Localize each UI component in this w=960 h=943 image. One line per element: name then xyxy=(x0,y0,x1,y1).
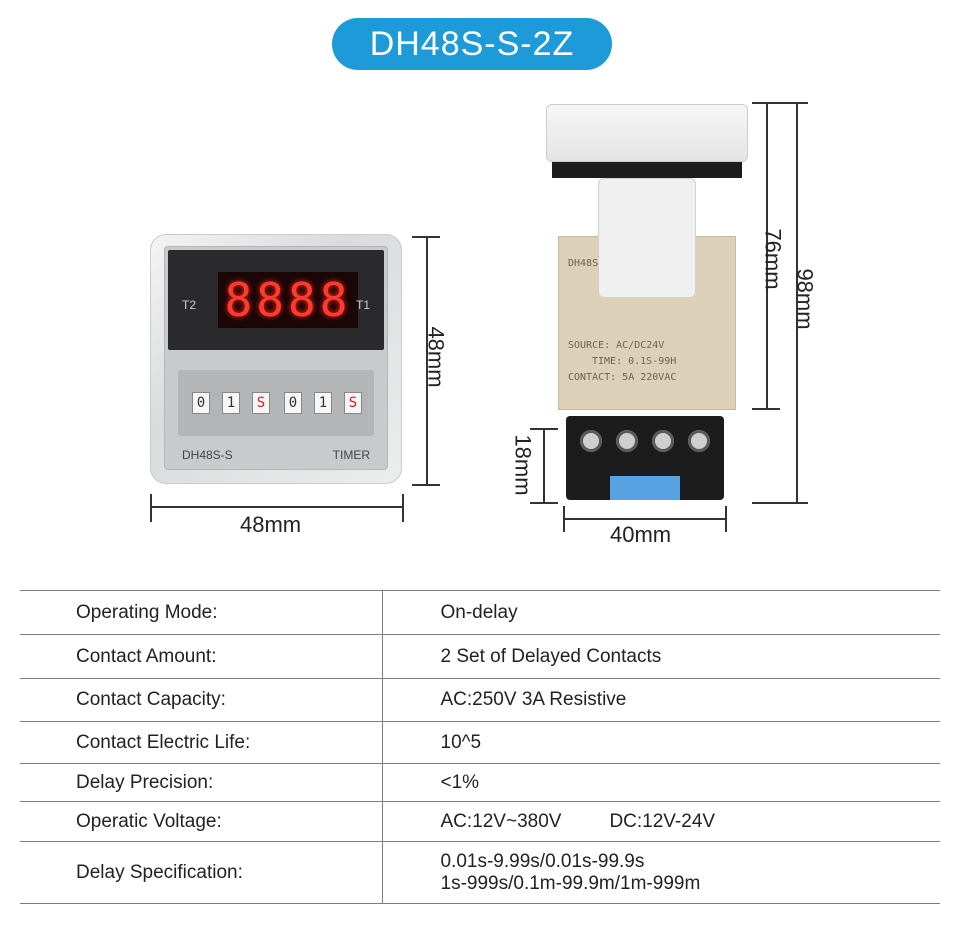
table-row: Operating Mode: On-delay xyxy=(20,590,940,635)
timer-face: T2 8888 T1 0 1 S 0 1 S DH48S-S TIMER xyxy=(164,246,388,470)
spec-key: Operating Mode: xyxy=(20,590,383,635)
dial-switch: S xyxy=(252,392,270,414)
front-width-label: 48mm xyxy=(240,512,302,537)
digital-display: T2 8888 T1 xyxy=(168,250,384,350)
spec-value: 2 Set of Delayed Contacts xyxy=(382,634,940,679)
display-digits: 8888 xyxy=(218,272,358,328)
spec-value: <1% xyxy=(382,763,940,802)
dial-switch: 1 xyxy=(222,392,240,414)
base-width-label: 40mm xyxy=(610,522,672,547)
spec-key: Operatic Voltage: xyxy=(20,801,383,842)
brand-label: DH48S-S xyxy=(182,448,233,462)
dial-switch: 0 xyxy=(284,392,302,414)
dimension-tick xyxy=(402,494,404,522)
side-body-height-label: 76mm xyxy=(760,228,786,290)
spec-key: Delay Precision: xyxy=(20,763,383,802)
timer-front-view: T2 8888 T1 0 1 S 0 1 S DH48S-S TIMER xyxy=(150,234,402,484)
dimension-tick xyxy=(725,506,727,532)
dimension-line xyxy=(150,506,404,508)
table-row: Delay Specification: 0.01s-9.99s/0.01s-9… xyxy=(20,841,940,904)
spec-value: 10^5 xyxy=(382,721,940,764)
spec-value-ac: AC:12V~380V xyxy=(440,810,562,832)
socket-base xyxy=(566,416,724,500)
time-label: TIME: 0.1S-99H xyxy=(592,356,677,367)
dimension-line xyxy=(426,236,428,486)
black-band xyxy=(552,162,742,178)
spec-value: AC:12V~380V DC:12V-24V xyxy=(382,801,940,842)
dimension-tick xyxy=(150,494,152,522)
side-total-height-label: 98mm xyxy=(792,268,818,330)
transparent-cover xyxy=(546,104,748,162)
base-height-label: 18mm xyxy=(510,434,536,496)
dimension-tick xyxy=(752,502,808,504)
timer-side-view: DH48S-S-2Z SOURCE: AC/DC24V TIME: 0.1S-9… xyxy=(546,104,748,504)
dimension-line xyxy=(796,102,798,504)
blue-latch xyxy=(610,476,680,500)
dial-switch-panel: 0 1 S 0 1 S xyxy=(178,370,374,436)
dial-switch: 0 xyxy=(192,392,210,414)
dimension-line xyxy=(543,428,545,504)
spec-key: Delay Specification: xyxy=(20,841,383,904)
dimension-tick xyxy=(752,102,808,104)
terminal-screw xyxy=(616,430,638,452)
spec-key: Contact Electric Life: xyxy=(20,721,383,764)
front-height-label: 48mm xyxy=(423,326,449,388)
spec-value-dc: DC:12V-24V xyxy=(609,810,716,832)
dial-switch: 1 xyxy=(314,392,332,414)
table-row: Delay Precision: <1% xyxy=(20,763,940,802)
dimension-tick xyxy=(563,506,565,532)
timer-label: TIMER xyxy=(332,448,370,462)
spec-value-line: 0.01s-9.99s/0.01s-99.9s xyxy=(440,850,645,872)
spec-key: Contact Capacity: xyxy=(20,678,383,722)
spec-value: 0.01s-9.99s/0.01s-99.9s 1s-999s/0.1m-99.… xyxy=(382,841,940,904)
terminal-screw xyxy=(652,430,674,452)
terminal-screw xyxy=(688,430,710,452)
spec-key: Contact Amount: xyxy=(20,634,383,679)
source-label: SOURCE: AC/DC24V xyxy=(568,340,665,351)
spec-table: Operating Mode: On-delay Contact Amount:… xyxy=(20,590,940,904)
table-row: Contact Electric Life: 10^5 xyxy=(20,721,940,764)
table-row: Contact Capacity: AC:250V 3A Resistive xyxy=(20,678,940,722)
spec-value: AC:250V 3A Resistive xyxy=(382,678,940,722)
dimension-line xyxy=(766,102,768,410)
table-row: Operatic Voltage: AC:12V~380V DC:12V-24V xyxy=(20,801,940,842)
retaining-clip xyxy=(598,178,696,298)
dimension-line xyxy=(563,518,727,520)
contact-label: CONTACT: 5A 220VAC xyxy=(568,372,677,383)
spec-value: On-delay xyxy=(382,590,940,635)
table-row: Contact Amount: 2 Set of Delayed Contact… xyxy=(20,634,940,679)
terminal-screw xyxy=(580,430,602,452)
t1-label: T1 xyxy=(355,298,370,312)
product-title: DH48S-S-2Z xyxy=(332,18,612,70)
t2-label: T2 xyxy=(182,298,197,312)
dial-switch: S xyxy=(344,392,362,414)
spec-value-line: 1s-999s/0.1m-99.9m/1m-999m xyxy=(440,872,701,894)
